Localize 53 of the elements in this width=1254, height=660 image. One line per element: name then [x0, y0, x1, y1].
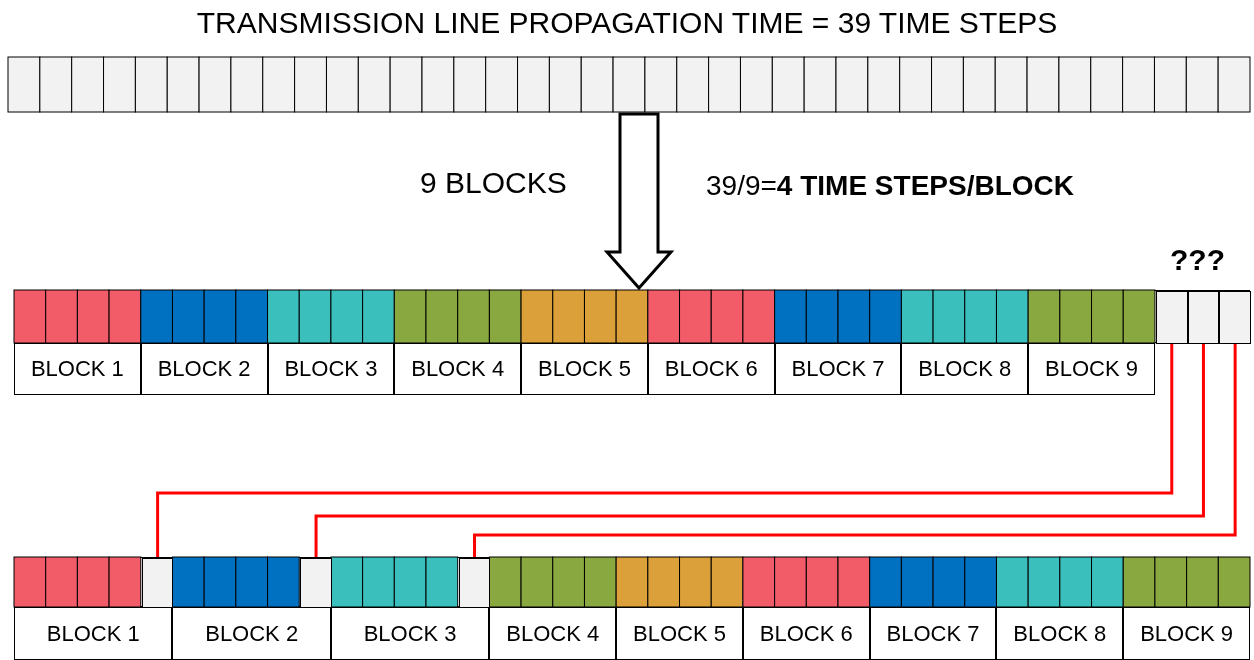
- block-label: BLOCK 7: [791, 356, 885, 382]
- time-step-strip: [14, 290, 1250, 343]
- block-label-box: [521, 343, 648, 395]
- block-label-box: [14, 607, 173, 660]
- connector-line: [156, 344, 1174, 558]
- block-label: BLOCK 3: [363, 620, 457, 647]
- block-label-box: [996, 607, 1124, 660]
- block-label: BLOCK 9: [1140, 620, 1234, 647]
- block-label-box: [14, 343, 141, 395]
- block-label-box: [140, 343, 268, 395]
- connector-line: [314, 344, 1205, 558]
- time-step-cell: [1187, 291, 1220, 344]
- annotation: 39/9=4 TIME STEPS/BLOCK: [706, 170, 1074, 202]
- block-label: BLOCK 1: [46, 620, 140, 647]
- connector-line: [473, 344, 1237, 558]
- block-label: BLOCK 6: [759, 620, 853, 647]
- time-step-cell: [458, 558, 491, 608]
- time-step-strip: [8, 57, 1250, 112]
- block-label-box: [647, 343, 775, 395]
- annotation: 9 BLOCKS: [420, 166, 567, 200]
- unknown-marker: ???: [1170, 243, 1225, 277]
- block-label-box: [869, 607, 997, 660]
- block-label: BLOCK 8: [918, 356, 1012, 382]
- block-label-box: [774, 343, 902, 395]
- time-step-cell: [1155, 291, 1188, 344]
- block-label-box: [616, 607, 743, 660]
- time-step-cell: [300, 558, 332, 608]
- time-step-cell: [141, 558, 174, 608]
- block-label: BLOCK 8: [1013, 620, 1107, 647]
- block-label-box: [489, 607, 617, 660]
- block-label: BLOCK 7: [886, 620, 980, 647]
- block-label: BLOCK 1: [30, 356, 124, 382]
- block-label: BLOCK 5: [537, 356, 631, 382]
- block-label: BLOCK 2: [157, 356, 251, 382]
- block-label-box: [901, 343, 1029, 395]
- time-step-cell: [1219, 291, 1251, 344]
- block-label: BLOCK 6: [664, 356, 758, 382]
- block-label-box: [394, 343, 522, 395]
- block-label-box: [172, 607, 331, 660]
- block-label: BLOCK 2: [205, 620, 299, 647]
- block-label-box: [1028, 343, 1155, 395]
- block-arrow: [603, 112, 675, 291]
- block-label-box: [267, 343, 395, 395]
- block-label-box: [330, 607, 490, 660]
- block-label: BLOCK 4: [411, 356, 505, 382]
- title: TRANSMISSION LINE PROPAGATION TIME = 39 TIME STEPS: [195, 6, 1059, 40]
- block-label: BLOCK 5: [633, 620, 726, 647]
- time-step-strip: [14, 557, 1250, 607]
- block-label: BLOCK 4: [506, 620, 600, 647]
- block-label-box: [742, 607, 870, 660]
- block-label-box: [1123, 607, 1250, 660]
- block-label: BLOCK 9: [1045, 356, 1138, 382]
- block-label: BLOCK 3: [284, 356, 378, 382]
